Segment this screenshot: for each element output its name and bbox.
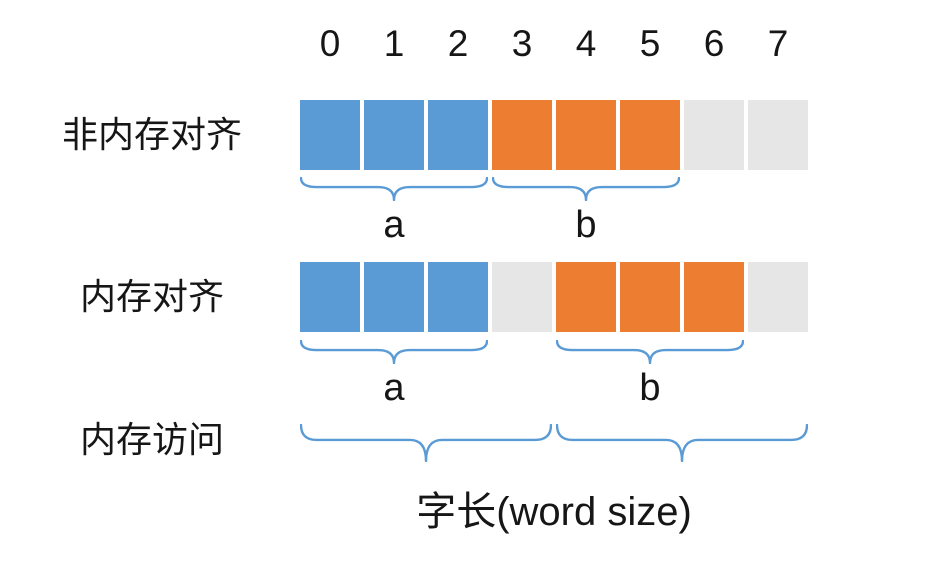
row-label-unaligned: 非内存对齐 <box>61 114 242 155</box>
aligned-byte-row <box>300 262 808 332</box>
unaligned-byte-row <box>300 100 808 170</box>
variable-label: a <box>383 367 405 409</box>
byte-cell-orange <box>556 262 616 332</box>
byte-index: 5 <box>639 23 661 64</box>
byte-cell-orange <box>620 262 680 332</box>
field-brace-b <box>492 177 680 201</box>
byte-cell-orange <box>556 100 616 170</box>
byte-index: 0 <box>319 23 341 64</box>
byte-index: 3 <box>511 23 533 64</box>
word-access-brace-2 <box>556 424 808 462</box>
variable-label: b <box>575 204 597 246</box>
word-access-brace-1 <box>300 424 552 462</box>
word-size-label: 字长(word size) <box>416 490 692 534</box>
byte-cell-orange <box>684 262 744 332</box>
byte-cell-blue <box>300 100 360 170</box>
byte-index: 4 <box>575 23 597 64</box>
byte-cell-blue <box>428 100 488 170</box>
field-brace-b <box>556 340 744 364</box>
byte-index: 6 <box>703 23 725 64</box>
byte-cell-blue <box>364 100 424 170</box>
row-label-aligned: 内存对齐 <box>79 276 224 317</box>
byte-index-header: 0 1 2 3 4 5 6 7 <box>300 22 808 66</box>
variable-label: a <box>383 204 405 246</box>
byte-cell-blue <box>428 262 488 332</box>
row-label-memory-access: 内存访问 <box>79 419 224 460</box>
byte-cell-gray <box>748 262 808 332</box>
byte-cell-orange <box>620 100 680 170</box>
byte-index: 2 <box>447 23 469 64</box>
byte-index: 7 <box>767 23 789 64</box>
byte-cell-blue <box>300 262 360 332</box>
byte-cell-gray <box>684 100 744 170</box>
byte-cell-orange <box>492 100 552 170</box>
byte-cell-blue <box>364 262 424 332</box>
variable-label: b <box>639 367 661 409</box>
byte-index: 1 <box>383 23 405 64</box>
byte-cell-gray <box>748 100 808 170</box>
field-brace-a <box>300 340 488 364</box>
byte-cell-gray <box>492 262 552 332</box>
field-brace-a <box>300 177 488 201</box>
